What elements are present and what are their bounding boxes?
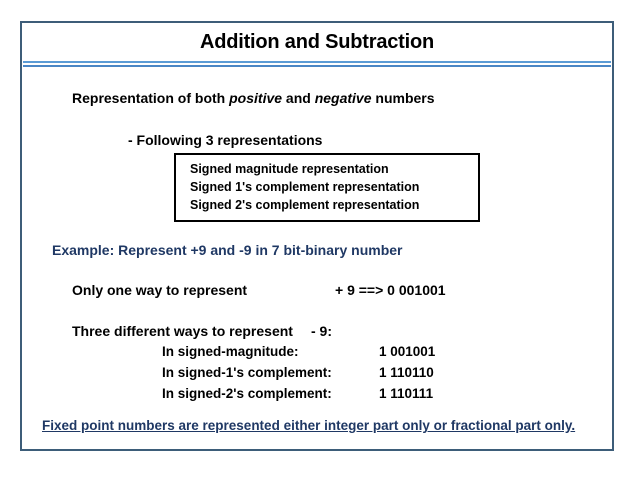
title-rule-upper bbox=[23, 61, 611, 63]
representation-text-part2: and bbox=[282, 90, 315, 106]
result-label-signed-ones-complement: In signed-1's complement: bbox=[162, 365, 332, 380]
page-title: Addition and Subtraction bbox=[199, 30, 435, 53]
example-heading: Example: Represent +9 and -9 in 7 bit-bi… bbox=[52, 242, 403, 258]
result-value-signed-twos-complement: 1 110111 bbox=[379, 386, 434, 401]
representation-text-part1: Representation of both bbox=[72, 90, 230, 106]
title-rule-lower bbox=[23, 65, 611, 67]
title-separator-rule bbox=[23, 61, 611, 68]
list-item: Signed 1's complement representation bbox=[190, 180, 420, 194]
result-value-signed-magnitude: 1 001001 bbox=[379, 344, 436, 359]
result-value-signed-ones-complement: 1 110110 bbox=[379, 365, 434, 380]
representation-emphasis-negative: negative bbox=[314, 90, 372, 106]
three-ways-value: - 9: bbox=[311, 323, 332, 339]
list-item: Signed 2's complement representation bbox=[190, 198, 420, 212]
representations-box: Signed magnitude representation Signed 1… bbox=[174, 153, 480, 222]
representation-heading: Representation of both positive and nega… bbox=[72, 90, 435, 106]
result-label-signed-magnitude: In signed-magnitude: bbox=[162, 344, 299, 359]
result-label-signed-twos-complement: In signed-2's complement: bbox=[162, 386, 332, 401]
only-one-way-label: Only one way to represent bbox=[72, 282, 248, 298]
following-representations-line: - Following 3 representations bbox=[128, 132, 323, 148]
only-one-way-value: + 9 ==> 0 001001 bbox=[335, 282, 446, 298]
footer-note: Fixed point numbers are represented eith… bbox=[42, 418, 576, 433]
list-item: Signed magnitude representation bbox=[190, 162, 389, 176]
slide-body: Representation of both positive and nega… bbox=[22, 68, 612, 449]
representation-emphasis-positive: positive bbox=[229, 90, 283, 106]
slide-frame: Addition and Subtraction Representation … bbox=[20, 21, 614, 451]
slide-title-band: Addition and Subtraction bbox=[22, 23, 612, 61]
representation-text-part3: numbers bbox=[371, 90, 435, 106]
three-ways-label: Three different ways to represent bbox=[72, 323, 293, 339]
